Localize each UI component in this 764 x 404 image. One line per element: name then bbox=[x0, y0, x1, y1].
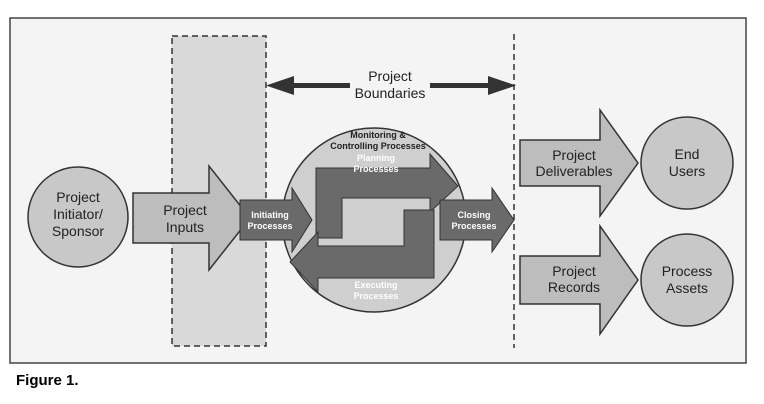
boundaries-arrow bbox=[266, 76, 516, 95]
process-assets-circle bbox=[640, 233, 734, 327]
figure-caption: Figure 1. bbox=[16, 372, 79, 389]
initiator-label-3: Sponsor bbox=[52, 223, 104, 239]
endusers-label-1: End bbox=[675, 146, 700, 162]
boundaries-label-2: Boundaries bbox=[355, 85, 426, 101]
records-label-1: Project bbox=[552, 263, 596, 279]
endusers-label-2: Users bbox=[669, 163, 706, 179]
initiating-label-2: Processes bbox=[247, 221, 292, 231]
executing-label-1: Executing bbox=[354, 280, 397, 290]
deliverables-label-2: Deliverables bbox=[535, 163, 612, 179]
planning-arrow bbox=[315, 152, 459, 239]
planning-label-1: Planning bbox=[357, 153, 395, 163]
closing-label-2: Processes bbox=[451, 221, 496, 231]
inputs-label-1: Project bbox=[163, 202, 207, 218]
monitoring-label-1: Monitoring & bbox=[350, 130, 406, 140]
records-arrow bbox=[519, 223, 639, 337]
closing-label-1: Closing bbox=[458, 210, 491, 220]
initiating-label-1: Initiating bbox=[251, 210, 289, 220]
planning-label-2: Processes bbox=[353, 164, 398, 174]
inputs-label-2: Inputs bbox=[166, 219, 204, 235]
monitoring-label-2: Controlling Processes bbox=[330, 141, 426, 151]
initiating-arrow bbox=[239, 186, 313, 254]
boundaries-label-1: Project bbox=[368, 68, 412, 84]
executing-label-2: Processes bbox=[353, 291, 398, 301]
closing-arrow bbox=[439, 186, 515, 254]
initiator-circle bbox=[27, 166, 129, 268]
deliverables-label-1: Project bbox=[552, 147, 596, 163]
initiator-label-1: Project bbox=[56, 189, 100, 205]
executing-arrow bbox=[289, 209, 435, 294]
assets-label-1: Process bbox=[662, 263, 713, 279]
deliverables-arrow bbox=[519, 107, 639, 219]
inputs-arrow bbox=[132, 163, 251, 273]
end-users-circle bbox=[640, 116, 734, 210]
records-label-2: Records bbox=[548, 279, 600, 295]
initiator-label-2: Initiator/ bbox=[53, 206, 103, 222]
assets-label-2: Assets bbox=[666, 280, 708, 296]
